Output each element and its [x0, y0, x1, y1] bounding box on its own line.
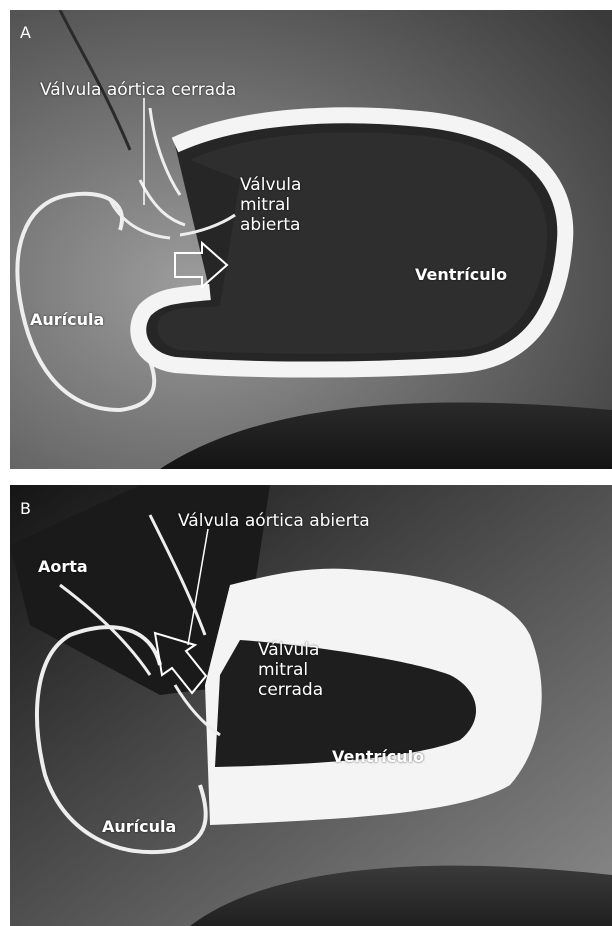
angiogram-b	[10, 485, 612, 926]
mitral-valve-label-a: Válvula mitral abierta	[240, 175, 301, 235]
atrium-label-b: Aurícula	[102, 817, 176, 837]
mitral-valve-label-b: Válvula mitral cerrada	[258, 640, 323, 700]
aorta-label-b: Aorta	[38, 557, 88, 577]
ventricle-label-a: Ventrículo	[415, 265, 507, 285]
aortic-valve-label-a: Válvula aórtica cerrada	[40, 80, 236, 100]
panel-letter-b: B	[20, 499, 31, 518]
panel-letter-a: A	[20, 23, 31, 42]
panel-a: A Válvula aórtica cerrada Válvula mitral…	[10, 10, 612, 469]
panel-b: B Válvula aórtica abierta Aorta Válvula …	[10, 485, 612, 926]
aortic-valve-label-b: Válvula aórtica abierta	[178, 511, 370, 531]
atrium-label-a: Aurícula	[30, 310, 104, 330]
ventricle-label-b: Ventrículo	[332, 747, 424, 767]
angiogram-a	[10, 10, 612, 469]
